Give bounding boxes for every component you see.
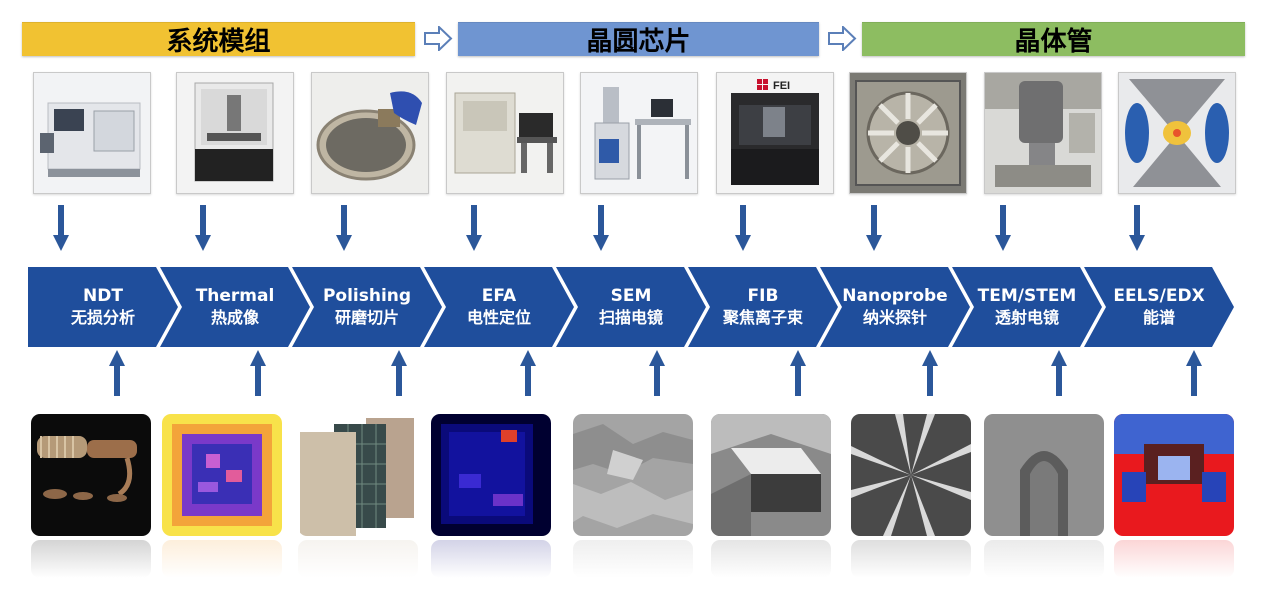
hollow-right-arrow-icon bbox=[828, 26, 857, 51]
reflection bbox=[1114, 540, 1234, 578]
up-arrow-icon bbox=[922, 350, 938, 396]
down-arrow-icon bbox=[466, 205, 482, 251]
step-label-en: EELS/EDX bbox=[1113, 286, 1205, 306]
header-system-module: 系统模组 bbox=[22, 22, 415, 57]
reflection bbox=[31, 540, 151, 578]
step-label-en: TEM/STEM bbox=[977, 286, 1077, 306]
polished-cross-section-image bbox=[298, 414, 418, 536]
step-label-en: FIB bbox=[747, 286, 779, 306]
nanoprobe-stage-image bbox=[849, 72, 967, 194]
step-tem-stem: TEM/STEM 透射电镜 bbox=[952, 267, 1102, 347]
fib-cross-section-image bbox=[711, 414, 831, 536]
step-label-zh: 能谱 bbox=[1142, 308, 1175, 327]
step-polishing: Polishing 研磨切片 bbox=[292, 267, 442, 347]
eels-edx-map-image bbox=[1114, 414, 1234, 536]
nanoprobe-tips-image bbox=[851, 414, 971, 536]
reflection bbox=[298, 540, 418, 578]
step-label-en: Nanoprobe bbox=[842, 286, 948, 306]
reflection bbox=[573, 540, 693, 578]
fei-logo: FEI bbox=[773, 80, 790, 92]
header-transistor: 晶体管 bbox=[862, 22, 1245, 57]
step-label-zh: 聚焦离子束 bbox=[722, 308, 803, 327]
step-fib: FIB 聚焦离子束 bbox=[688, 267, 838, 347]
tem-microscope-image bbox=[984, 72, 1102, 194]
down-arrow-icon bbox=[866, 205, 882, 251]
down-arrow-icon bbox=[593, 205, 609, 251]
tem-image bbox=[984, 414, 1104, 536]
step-eels-edx: EELS/EDX 能谱 bbox=[1084, 267, 1234, 347]
up-arrow-icon bbox=[649, 350, 665, 396]
step-label-zh: 电性定位 bbox=[466, 308, 531, 327]
step-efa: EFA 电性定位 bbox=[424, 267, 574, 347]
thermal-camera-station-image bbox=[176, 72, 294, 194]
up-arrow-icon bbox=[790, 350, 806, 396]
ndt-xray-machine-image bbox=[33, 72, 151, 194]
reflection bbox=[984, 540, 1104, 578]
step-label-en: EFA bbox=[481, 286, 517, 306]
down-arrow-icon bbox=[1129, 205, 1145, 251]
step-label-en: NDT bbox=[83, 286, 123, 306]
efa-station-image bbox=[446, 72, 564, 194]
step-label-en: Polishing bbox=[322, 286, 412, 306]
sem-microscope-image bbox=[580, 72, 698, 194]
polishing-wheel-image bbox=[311, 72, 429, 194]
down-arrow-icon bbox=[735, 205, 751, 251]
step-nanoprobe: Nanoprobe 纳米探针 bbox=[820, 267, 970, 347]
step-label-en: Thermal bbox=[195, 286, 275, 306]
eels-edx-detector-image bbox=[1118, 72, 1236, 194]
ndt-sample-image bbox=[31, 414, 151, 536]
step-ndt: NDT 无损分析 bbox=[28, 267, 178, 347]
reflection bbox=[162, 540, 282, 578]
efa-hotspot-image bbox=[431, 414, 551, 536]
step-label-zh: 透射电镜 bbox=[994, 308, 1059, 327]
sem-micrograph-image bbox=[573, 414, 693, 536]
fib-system-image: FEI bbox=[716, 72, 834, 194]
step-label-zh: 无损分析 bbox=[70, 308, 135, 327]
up-arrow-icon bbox=[1051, 350, 1067, 396]
down-arrow-icon bbox=[195, 205, 211, 251]
up-arrow-icon bbox=[109, 350, 125, 396]
down-arrow-icon bbox=[995, 205, 1011, 251]
up-arrow-icon bbox=[391, 350, 407, 396]
step-label-zh: 研磨切片 bbox=[334, 308, 399, 327]
step-thermal: Thermal 热成像 bbox=[160, 267, 310, 347]
reflection bbox=[431, 540, 551, 578]
up-arrow-icon bbox=[520, 350, 536, 396]
down-arrow-icon bbox=[53, 205, 69, 251]
reflection bbox=[851, 540, 971, 578]
step-label-zh: 纳米探针 bbox=[862, 308, 927, 327]
up-arrow-icon bbox=[1186, 350, 1202, 396]
step-sem: SEM 扫描电镜 bbox=[556, 267, 706, 347]
header-wafer-chip: 晶圆芯片 bbox=[458, 22, 819, 57]
down-arrow-icon bbox=[336, 205, 352, 251]
step-label-en: SEM bbox=[610, 286, 652, 306]
reflection bbox=[711, 540, 831, 578]
process-flow: NDT 无损分析 Thermal 热成像 Polishing 研磨切片 EFA … bbox=[28, 267, 1234, 347]
step-label-zh: 热成像 bbox=[210, 308, 259, 327]
hollow-right-arrow-icon bbox=[424, 26, 453, 51]
thermal-map-image bbox=[162, 414, 282, 536]
step-label-zh: 扫描电镜 bbox=[598, 308, 663, 327]
up-arrow-icon bbox=[250, 350, 266, 396]
